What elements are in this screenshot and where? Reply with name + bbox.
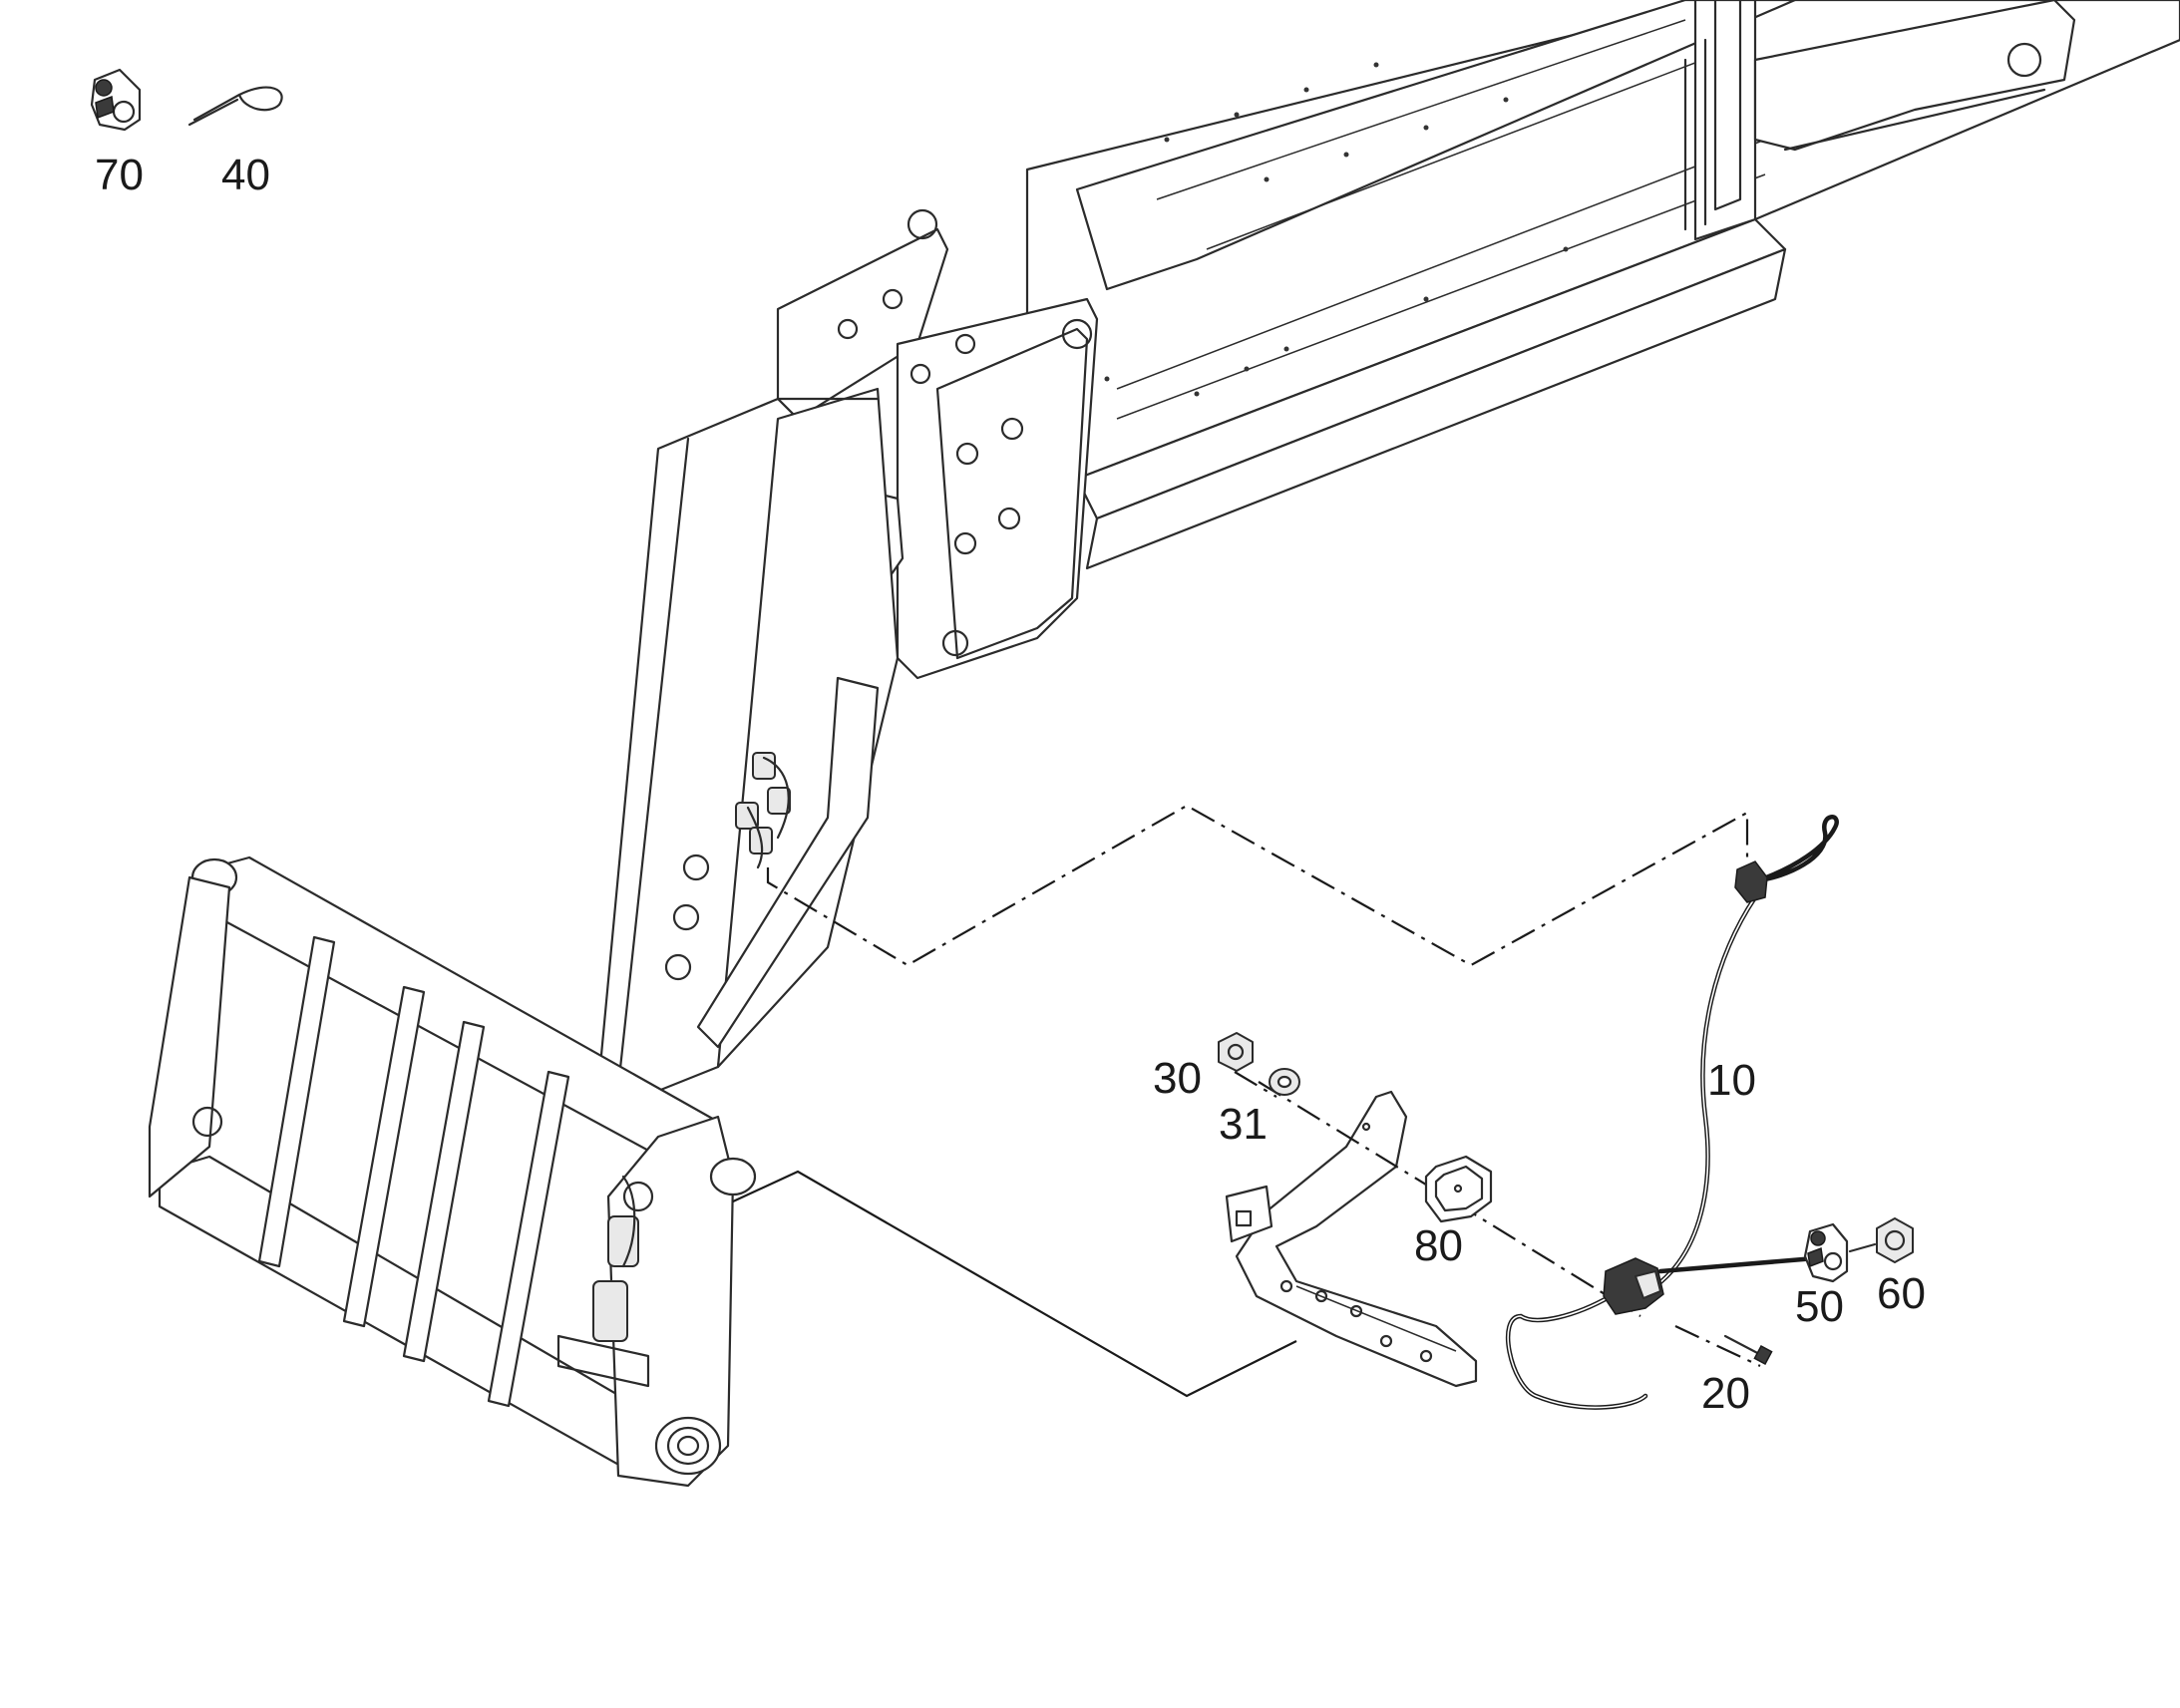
part-60-nut: [1876, 1217, 1914, 1263]
part-31-washer: [1269, 1068, 1300, 1096]
callout-31: 31: [1219, 1100, 1268, 1149]
bracket-holes: [1279, 1122, 1433, 1363]
callout-50: 50: [1795, 1282, 1844, 1331]
hydraulic-fittings: [735, 752, 791, 869]
callout-80: 80: [1414, 1221, 1463, 1270]
boom-assembly: [1025, 0, 2180, 570]
callout-60: 60: [1877, 1269, 1926, 1318]
part-50-clip: [1803, 1222, 1849, 1283]
sensor-mounting-bracket: [1225, 1090, 1478, 1388]
assembly-lead-lines: [732, 804, 1761, 1398]
carriage-pins: [191, 1106, 757, 1476]
boom-rivets: [1104, 62, 1569, 397]
callout-40: 40: [221, 151, 270, 199]
callout-10: 10: [1707, 1056, 1756, 1105]
fork-carriage: [148, 855, 757, 1488]
part-80-hex-plate: [1424, 1155, 1493, 1223]
part-10-sensor-harness: [1505, 815, 1839, 1410]
descending-arm: [596, 387, 900, 1109]
arm-holes: [664, 854, 710, 981]
part-70-clip: [90, 68, 142, 132]
part-40-cable-tie: [187, 86, 283, 127]
head-plate-holes: [837, 288, 1024, 555]
callout-30: 30: [1153, 1054, 1202, 1103]
part-20-screw: [1723, 1334, 1773, 1366]
carriage-valve-block: [556, 1175, 650, 1388]
callout-20: 20: [1701, 1369, 1750, 1418]
part-30-nut: [1218, 1032, 1254, 1072]
boom-head-bracket: [776, 208, 1099, 680]
callout-70: 70: [95, 151, 144, 199]
